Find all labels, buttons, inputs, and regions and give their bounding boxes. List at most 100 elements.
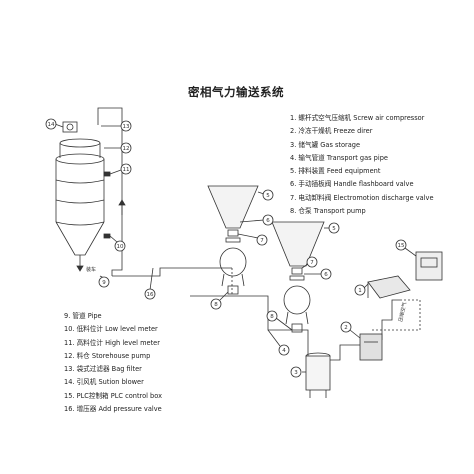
outlet-label: 装车: [86, 266, 96, 273]
diagram-title: 密相气力输送系统: [188, 85, 284, 99]
callout-4: 4: [267, 329, 290, 356]
callout-text-13: 13: [123, 124, 130, 130]
callout-6a: 6: [239, 214, 274, 226]
tank-body: [305, 355, 331, 391]
silo-band-2: [55, 199, 105, 204]
silo-outlet-arrow: [76, 265, 84, 272]
flow-arrowhead-1: [118, 199, 126, 206]
callout-5a: 5: [257, 189, 274, 201]
callout-text-9: 9: [102, 280, 106, 286]
callout-text-3: 3: [294, 370, 298, 376]
callout-8a: 8: [210, 291, 229, 310]
callout-11: 11: [109, 163, 132, 175]
legend-item-10: 10. 低料位计 Low level meter: [64, 325, 158, 334]
callout-12: 12: [104, 142, 132, 154]
pump-vessel-2: [283, 285, 311, 315]
plc-screen: [420, 257, 438, 268]
plc-box: [415, 251, 443, 281]
legend-item-5: 5. 排料装置 Feed equipment: [290, 167, 381, 176]
transport-pump-1: [207, 185, 259, 295]
callout-text-10: 10: [117, 244, 124, 250]
gas-storage-tank: [305, 352, 331, 398]
legend-item-6: 6. 手动插板阀 Handle flashboard valve: [290, 180, 414, 189]
callout-6b: 6: [304, 268, 332, 280]
flashboard-valve-2: [289, 275, 305, 281]
discharge-valve-1: [227, 229, 239, 237]
callout-5b: 5: [324, 222, 340, 234]
legend-item-11: 11. 高料位计 High level meter: [64, 338, 160, 347]
legend-item-13: 13. 袋式过滤器 Bag filter: [64, 365, 142, 374]
callout-text-4: 4: [282, 348, 286, 354]
silo-top: [55, 153, 105, 165]
feed-hopper-2: [271, 221, 325, 267]
callout-text-11: 11: [123, 167, 130, 173]
callout-text-5a: 5: [266, 193, 270, 199]
callout-7b: 7: [301, 256, 318, 269]
filter-top: [59, 138, 101, 148]
transport-pump-2: [271, 221, 325, 333]
callout-8b: 8: [266, 310, 293, 331]
pump-leg-1b: [241, 273, 245, 287]
legend-item-9: 9. 管道 Pipe: [64, 312, 102, 320]
blower-box: [62, 121, 78, 133]
callout-7a: 7: [237, 233, 268, 246]
callout-text-6a: 6: [266, 218, 270, 224]
callout-14: 14: [45, 118, 64, 130]
pipe-left-return: [111, 150, 123, 276]
plc-control-box: [415, 251, 443, 281]
callout-text-1: 1: [358, 288, 362, 294]
pump-valve-1: [227, 285, 239, 295]
callout-text-6b: 6: [324, 272, 328, 278]
callout-text-2: 2: [344, 325, 348, 331]
callout-text-8b: 8: [270, 314, 274, 320]
pipe-conveying: [112, 267, 232, 277]
callout-text-16: 16: [147, 292, 154, 298]
pipe-silo-top: [97, 107, 123, 150]
pump-valve-2: [291, 323, 303, 333]
bag-filter: [59, 121, 101, 158]
callout-10: 10: [109, 235, 126, 252]
legend-item-1: 1. 螺杆式空气压缩机 Screw air compressor: [290, 114, 425, 122]
legend-left: 9. 管道 Pipe 10. 低料位计 Low level meter 11. …: [64, 310, 162, 416]
callout-text-5b: 5: [332, 226, 336, 232]
callout-13: 13: [101, 120, 132, 132]
legend-item-16: 16. 增压器 Add pressure valve: [64, 405, 162, 414]
pump-leg-2b: [305, 311, 309, 325]
pump-leg-2a: [285, 311, 289, 325]
flashboard-valve-1: [225, 237, 241, 243]
pipe-label: 压缩空气: [397, 301, 408, 322]
callout-text-15: 15: [398, 243, 405, 249]
pump-vessel-1: [219, 247, 247, 277]
level-meter-low: [103, 233, 111, 239]
legend-item-12: 12. 料仓 Storehouse pump: [64, 351, 151, 360]
callout-text-12: 12: [123, 146, 130, 152]
legend-right: 1. 螺杆式空气压缩机 Screw air compressor 2. 冷冻干燥…: [290, 112, 434, 218]
freeze-dryer: [359, 333, 383, 361]
storage-silo: [55, 153, 111, 272]
callout-text-8a: 8: [214, 302, 218, 308]
compressor-body: [367, 275, 411, 299]
silo-band-3: [55, 221, 105, 226]
legend-item-4: 4. 输气管道 Transport gas pipe: [290, 153, 388, 162]
level-meter-high: [103, 171, 111, 177]
callout-text-7a: 7: [260, 238, 264, 244]
callout-16: 16: [144, 267, 156, 300]
pipe-dashed-right: [370, 299, 421, 331]
callouts: 14 13 12 11 10: [45, 118, 417, 378]
callout-1: 1: [354, 283, 369, 296]
legend-item-7: 7. 电动卸料阀 Electromotion discharge valve: [290, 193, 434, 202]
pipe-air-main: [190, 295, 309, 360]
legend-item-14: 14. 引风机 Sution blower: [64, 378, 144, 387]
air-compressor: [367, 275, 411, 299]
callout-text-14: 14: [48, 122, 55, 128]
dryer-body: [359, 333, 383, 361]
feed-hopper-1: [207, 185, 259, 229]
callout-3: 3: [290, 366, 306, 378]
callout-9: 9: [98, 275, 110, 288]
silo-cone: [55, 221, 105, 256]
callout-15: 15: [395, 239, 417, 257]
legend-item-2: 2. 冷冻干燥机 Freeze direr: [290, 127, 373, 136]
legend-item-3: 3. 储气罐 Gas storage: [290, 140, 361, 149]
